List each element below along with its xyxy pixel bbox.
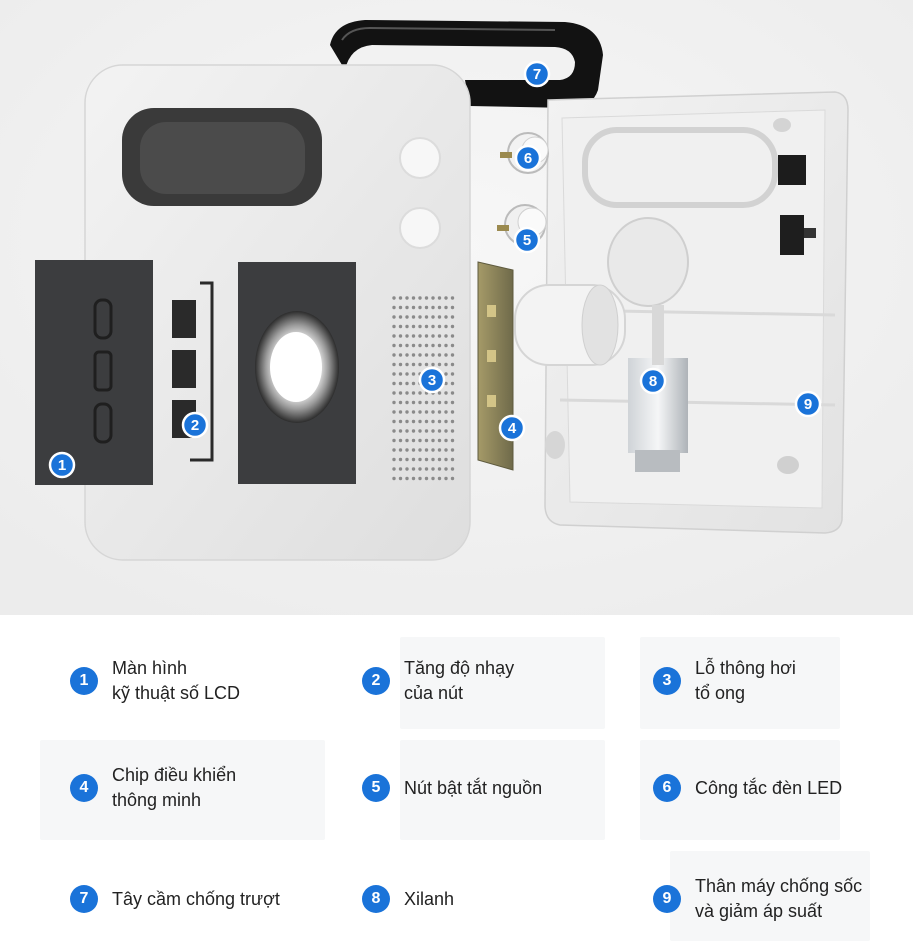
legend-label-line1: Lỗ thông hơi [695,658,796,678]
callout-badge-4: 4 [498,414,526,442]
callout-badge-6: 6 [514,144,542,172]
product-diagram-svg: 1 2 3 4 5 6 7 8 9 [0,0,913,615]
legend-label-line1: Màn hình [112,658,188,678]
feature-legend: 1 Màn hình kỹ thuật số LCD 2 Tăng độ nhạy của… [0,615,913,941]
legend-item-5: 5 Nút bật tắt nguồn [362,774,542,802]
legend-label-line2: của nút [404,683,464,703]
legend-item-6: 6 Công tắc đèn LED [653,774,842,802]
legend-label-line1: Nút bật tắt nguồn [404,777,543,798]
callout-number: 1 [58,457,66,474]
callout-badge-2: 2 [181,411,209,439]
legend-label-line2: thông minh [112,790,202,810]
callout-badge-8: 8 [639,367,667,395]
legend-number-badge: 4 [70,774,98,802]
legend-label-line2: kỹ thuật số LCD [112,683,241,703]
legend-item-8: 8 Xilanh [362,885,454,913]
legend-label: Tăng độ nhạy của nút [404,656,514,706]
legend-label-line1: Thân máy chống sốc [695,876,863,896]
legend-label: Công tắc đèn LED [695,776,842,801]
speaker-panel-part [238,262,356,484]
callout-number: 6 [524,150,532,167]
callout-badge-3: 3 [418,366,446,394]
legend-number-badge: 7 [70,885,98,913]
legend-background-tile [400,740,605,840]
legend-number-badge: 8 [362,885,390,913]
callout-badge-5: 5 [513,226,541,254]
legend-label: Nút bật tắt nguồn [404,776,542,801]
legend-number-badge: 2 [362,667,390,695]
legend-number-badge: 5 [362,774,390,802]
cylinder-part [514,217,689,472]
legend-label-line1: Công tắc đèn LED [695,777,843,798]
callout-number: 9 [804,396,812,413]
legend-item-2: 2 Tăng độ nhạy của nút [362,656,514,706]
legend-label: Xilanh [404,887,454,912]
legend-label-line1: Tây cầm chống trượt [112,888,280,909]
callout-badge-9: 9 [794,390,822,418]
legend-label: Chip điều khiển thông minh [112,763,236,813]
callout-number: 4 [508,420,517,437]
exploded-product-illustration: 1 2 3 4 5 6 7 8 9 [0,0,913,615]
honeycomb-vent [392,296,455,481]
callout-number: 7 [533,66,541,83]
legend-item-1: 1 Màn hình kỹ thuật số LCD [70,656,240,706]
callout-number: 3 [428,372,436,389]
legend-number-badge: 3 [653,667,681,695]
callout-number: 2 [191,417,199,434]
legend-background-tile [400,637,605,729]
legend-label-line1: Xilanh [404,888,455,909]
legend-number-badge: 6 [653,774,681,802]
legend-label: Tây cầm chống trượt [112,887,280,912]
callout-badge-1: 1 [48,451,76,479]
back-shell-part [544,91,849,534]
legend-number-badge: 9 [653,885,681,913]
legend-label-line1: Chip điều khiển [112,765,237,785]
callout-badge-7: 7 [523,60,551,88]
callout-number: 8 [649,373,657,390]
legend-item-3: 3 Lỗ thông hơi tổ ong [653,656,796,706]
legend-label-line2: tổ ong [695,683,746,703]
lcd-panel-part [35,260,153,485]
legend-item-9: 9 Thân máy chống sốc và giảm áp suất [653,874,862,924]
legend-item-4: 4 Chip điều khiển thông minh [70,763,236,813]
legend-number-badge: 1 [70,667,98,695]
callout-badges: 1 2 3 4 5 6 7 8 9 [48,60,822,479]
legend-label: Thân máy chống sốc và giảm áp suất [695,874,862,924]
legend-background-tile [670,851,870,941]
legend-label-line1: Tăng độ nhạy [404,658,515,678]
legend-label: Màn hình kỹ thuật số LCD [112,656,240,706]
callout-number: 5 [523,232,531,249]
legend-item-7: 7 Tây cầm chống trượt [70,885,280,913]
legend-label-line2: và giảm áp suất [695,901,823,921]
legend-label: Lỗ thông hơi tổ ong [695,656,796,706]
